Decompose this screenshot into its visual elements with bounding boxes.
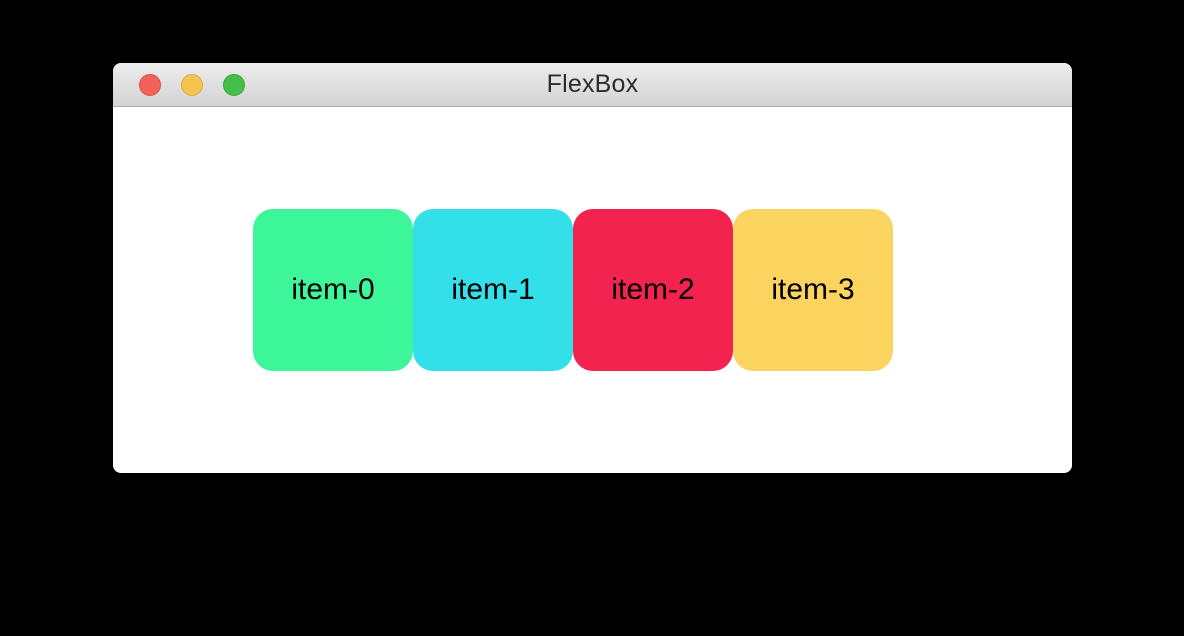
window-titlebar[interactable]: FlexBox xyxy=(113,63,1072,107)
flex-item: item-0 xyxy=(253,209,413,371)
flex-item: item-2 xyxy=(573,209,733,371)
window-title: FlexBox xyxy=(546,70,639,98)
minimize-button[interactable] xyxy=(181,73,203,96)
traffic-lights xyxy=(139,73,245,96)
close-button[interactable] xyxy=(139,73,161,96)
zoom-button[interactable] xyxy=(223,73,245,96)
flex-item: item-3 xyxy=(733,209,893,371)
flex-item: item-1 xyxy=(413,209,573,371)
